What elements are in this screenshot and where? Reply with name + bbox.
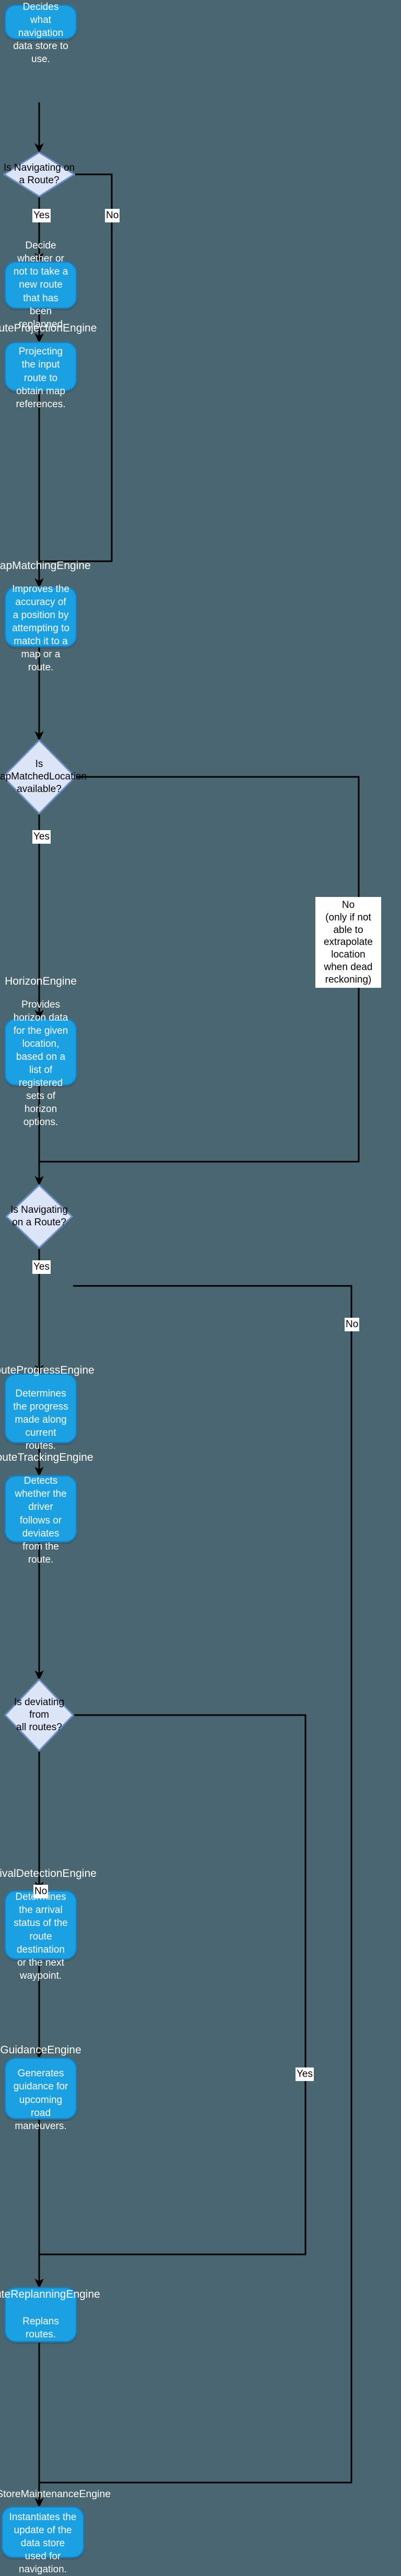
node-route-projection-engine[interactable]: RouteProjectionEngine Projecting the inp… [0,322,97,409]
edge-label-nav1-yes: Yes [32,209,51,222]
node-description: Provides horizon data for the given loca… [13,999,68,1128]
diamond-shape [2,739,76,814]
diamond-shape [4,1679,74,1752]
node-title: MapMatchingEngine [0,559,91,572]
node-data-store-selection-engine[interactable]: DataStoreSelectionEngine Decides what na… [4,2,77,65]
node-route-replanning-engine[interactable]: RouteReplanningEngine Replans routes. [0,2287,100,2343]
node-description: Improves the accuracy of a position by a… [12,583,69,673]
node-title: HorizonEngine [5,975,77,987]
node-description: Decides what navigation data store to us… [13,1,68,65]
node-description: Generates guidance for upcoming road man… [13,2068,68,2132]
node-decision-mapmatchedlocation-available[interactable]: Is MapMatchedLocation available? [0,739,87,814]
node-description: Determines the progress made along curre… [13,1388,68,1452]
node-title: RouteProgressEngine [0,1364,95,1376]
edge-label-nav1-no: No [105,209,120,222]
edge-label-deviating-no: No [33,1885,49,1898]
node-data-store-maintenance-engine[interactable]: DataStoreMaintenanceEngine Instantiates … [0,2488,111,2575]
node-description: Decide whether or not to take a new rout… [13,240,68,330]
node-title: RouteTrackingEngine [0,1451,93,1464]
node-title: ArrivalDetectionEngine [0,1868,97,1880]
node-decision-is-navigating-route-1[interactable]: Is Navigating on a Route? [3,151,75,197]
edge-label-mapmatched-yes: Yes [32,830,51,844]
node-map-matching-engine[interactable]: MapMatchingEngine Improves the accuracy … [0,560,91,673]
node-description: Projecting the input route to obtain map… [16,346,66,410]
node-decide-new-route[interactable]: Decide whether or not to take a new rout… [4,240,77,330]
node-decision-is-deviating-all-routes[interactable]: Is deviating from all routes? [4,1679,74,1752]
node-title: DataStoreMaintenanceEngine [0,2488,111,2500]
edge-label-mapmatched-no: No (only if not able to extrapolate loca… [315,897,381,988]
diamond-shape [3,151,75,197]
node-title: RouteProjectionEngine [0,322,97,335]
node-route-tracking-engine[interactable]: RouteTrackingEngine Detects whether the … [0,1451,93,1565]
edge-label-deviating-yes: Yes [296,2067,314,2081]
decision-label: Is Navigating on a Route? [3,162,75,186]
node-description: Determines the arrival status of the rou… [14,1892,68,1981]
decision-label: Is MapMatchedLocation available? [0,759,87,795]
node-description: Instantiates the update of the data stor… [9,2511,77,2575]
edge-nav1-no [39,173,113,562]
node-decision-is-navigating-route-2[interactable]: Is Navigating on a Route? [5,1184,73,1249]
decision-label: Is Navigating on a Route? [10,1204,68,1228]
edge-nav2-no [39,1285,352,2484]
diamond-shape [5,1184,73,1249]
edge-label-nav2-no: No [345,1318,360,1331]
node-arrival-detection-engine[interactable]: ArrivalDetectionEngine Determines the ar… [0,1868,97,1981]
edge-label-nav2-yes: Yes [32,1260,51,1274]
edge-mapmatched-no [39,776,360,1163]
decision-label: Is deviating from all routes? [14,1697,65,1733]
node-route-progress-engine[interactable]: RouteProgressEngine Determines the progr… [0,1364,95,1451]
node-guidance-engine[interactable]: GuidanceEngine Generates guidance for up… [0,2044,81,2131]
node-title: GuidanceEngine [0,2044,81,2057]
node-description: Detects whether the driver follows or de… [15,1475,67,1565]
edge-deviating-yes [39,1714,306,2255]
node-description: Replans routes. [22,2315,59,2340]
node-title: RouteReplanningEngine [0,2288,100,2301]
node-horizon-engine[interactable]: HorizonEngine Provides horizon data for … [4,975,77,1128]
